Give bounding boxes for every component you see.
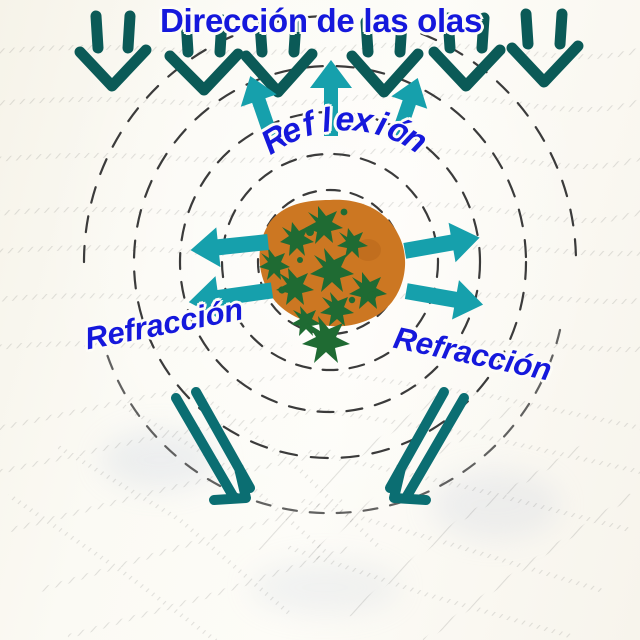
right-arrow-icon bbox=[403, 222, 480, 263]
left-arrow-icon bbox=[190, 227, 269, 268]
refracted-crests-left bbox=[0, 371, 383, 640]
down-arrow-icon bbox=[506, 8, 584, 88]
down-arrow-icon bbox=[164, 14, 244, 96]
island-vegetation bbox=[259, 206, 387, 363]
refracted-crests-right bbox=[257, 371, 640, 640]
down-arrow-icon bbox=[74, 10, 152, 92]
up-arrow-icon bbox=[388, 77, 428, 145]
right-arrow-icon bbox=[404, 280, 484, 320]
up-arrow-icon bbox=[240, 75, 280, 143]
diffraction-arc-5 bbox=[82, 14, 578, 264]
down-arrow-icon bbox=[346, 16, 424, 98]
left-arrow-icon bbox=[188, 276, 274, 320]
down-left-arrow-icon bbox=[385, 387, 469, 505]
up-arrow-icon bbox=[310, 60, 352, 136]
down-arrow-icon bbox=[240, 16, 318, 98]
reflected-up-arrows bbox=[240, 60, 428, 145]
diffraction-arc-4 bbox=[132, 64, 528, 460]
down-right-arrow-icon bbox=[171, 387, 255, 505]
straight-wave-crests bbox=[0, 42, 640, 353]
diffraction-arc-2 bbox=[220, 152, 440, 372]
down-arrow-icon bbox=[428, 12, 506, 92]
